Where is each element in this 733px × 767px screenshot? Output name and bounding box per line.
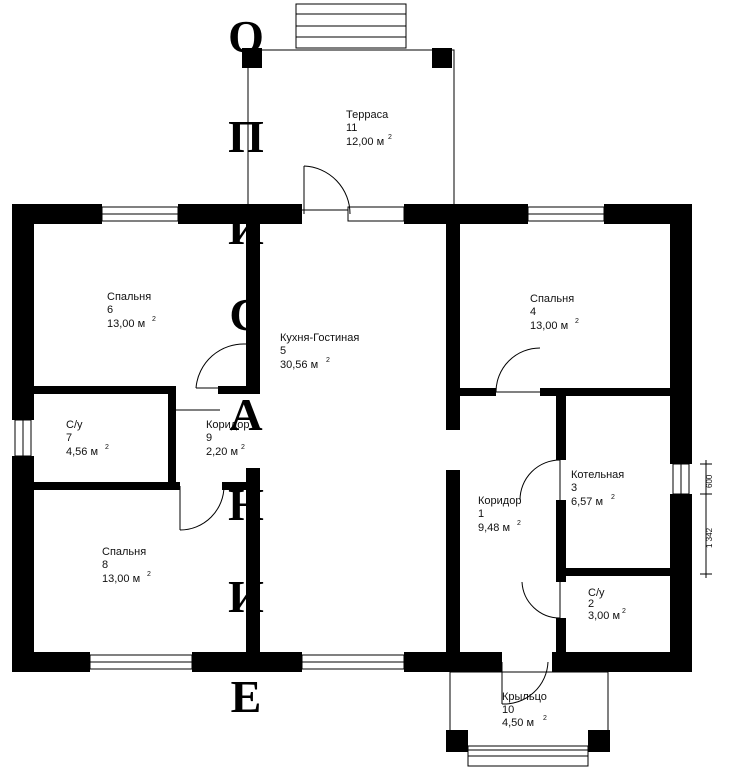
room-number: 1: [478, 508, 484, 520]
room-name: Спальня: [102, 546, 146, 558]
overlay-word: О П И С А Н И Е: [228, 11, 264, 722]
area-superscript: 2: [388, 134, 392, 141]
dimension-line: 600 1 342: [700, 460, 714, 578]
area-superscript: 2: [241, 444, 245, 451]
overlay-letter: О: [228, 11, 264, 62]
dimension-1342: 1 342: [705, 527, 714, 548]
room-name: Коридор: [478, 495, 521, 507]
room-area: 13,00 м: [530, 320, 568, 332]
overlay-letter: А: [229, 389, 262, 440]
area-superscript: 2: [147, 571, 151, 578]
room-name: Кухня-Гостиная: [280, 332, 359, 344]
porch-outline: [446, 671, 610, 767]
room-name: Спальня: [530, 293, 574, 305]
overlay-letter: Н: [228, 479, 264, 530]
doors: [176, 165, 561, 705]
overlay-letter: И: [228, 571, 264, 622]
room-area: 4,56 м: [66, 446, 98, 458]
dimension-600: 600: [705, 474, 714, 488]
room-number: 11: [346, 122, 357, 134]
room-label-bedroom4: Спальня 4 13,00 м 2: [530, 293, 579, 332]
room-area: 6,57 м: [571, 496, 603, 508]
room-label-kitchen: Кухня-Гостиная 5 30,56 м 2: [280, 332, 359, 371]
room-label-boiler: Котельная 3 6,57 м 2: [571, 469, 624, 508]
room-number: 2: [588, 598, 594, 610]
room-label-bedroom8: Спальня 8 13,00 м 2: [102, 546, 151, 585]
room-area: 4,50 м: [502, 717, 534, 729]
exterior-walls: [12, 204, 692, 672]
room-label-corridor1: Коридор 1 9,48 м 2: [478, 495, 521, 534]
room-name: С/у: [66, 419, 83, 431]
windows: [14, 206, 690, 670]
room-name: Коридор: [206, 419, 249, 431]
room-area: 30,56 м: [280, 359, 318, 371]
room-area: 13,00 м: [107, 318, 145, 330]
room-label-bath7: С/у 7 4,56 м 2: [66, 419, 109, 458]
room-area: 13,00 м: [102, 573, 140, 585]
overlay-letter: Е: [231, 671, 262, 722]
room-area: 2,20 м: [206, 446, 238, 458]
room-number: 6: [107, 304, 113, 316]
overlay-letter: С: [229, 289, 262, 340]
room-number: 8: [102, 559, 108, 571]
room-area: 12,00 м: [346, 136, 384, 148]
room-number: 9: [206, 432, 212, 444]
area-superscript: 2: [326, 357, 330, 364]
area-superscript: 2: [105, 444, 109, 451]
area-superscript: 2: [622, 608, 626, 615]
room-number: 10: [502, 704, 514, 716]
room-name: Крыльцо: [502, 691, 547, 703]
room-label-corridor9: Коридор 9 2,20 м 2: [206, 419, 249, 458]
interior-walls: [34, 224, 670, 652]
room-name: Спальня: [107, 291, 151, 303]
overlay-letter: И: [228, 203, 264, 254]
room-number: 5: [280, 345, 286, 357]
room-name: Котельная: [571, 469, 624, 481]
area-superscript: 2: [543, 715, 547, 722]
room-name: С/у: [588, 587, 605, 599]
room-label-terrace: Терраса 11 12,00 м 2: [346, 109, 392, 148]
room-name: Терраса: [346, 109, 389, 121]
area-superscript: 2: [611, 494, 615, 501]
room-area: 3,00 м: [588, 610, 620, 622]
room-number: 4: [530, 306, 536, 318]
room-label-porch: Крыльцо 10 4,50 м 2: [502, 691, 547, 729]
room-label-bath2: С/у 2 3,00 м 2: [588, 587, 626, 622]
room-area: 9,48 м: [478, 522, 510, 534]
area-superscript: 2: [517, 520, 521, 527]
overlay-letter: П: [228, 111, 264, 162]
area-superscript: 2: [152, 316, 156, 323]
area-superscript: 2: [575, 318, 579, 325]
room-number: 3: [571, 482, 577, 494]
room-label-bedroom6: Спальня 6 13,00 м 2: [107, 291, 156, 330]
room-number: 7: [66, 432, 72, 444]
terrace-outline: [242, 3, 455, 211]
